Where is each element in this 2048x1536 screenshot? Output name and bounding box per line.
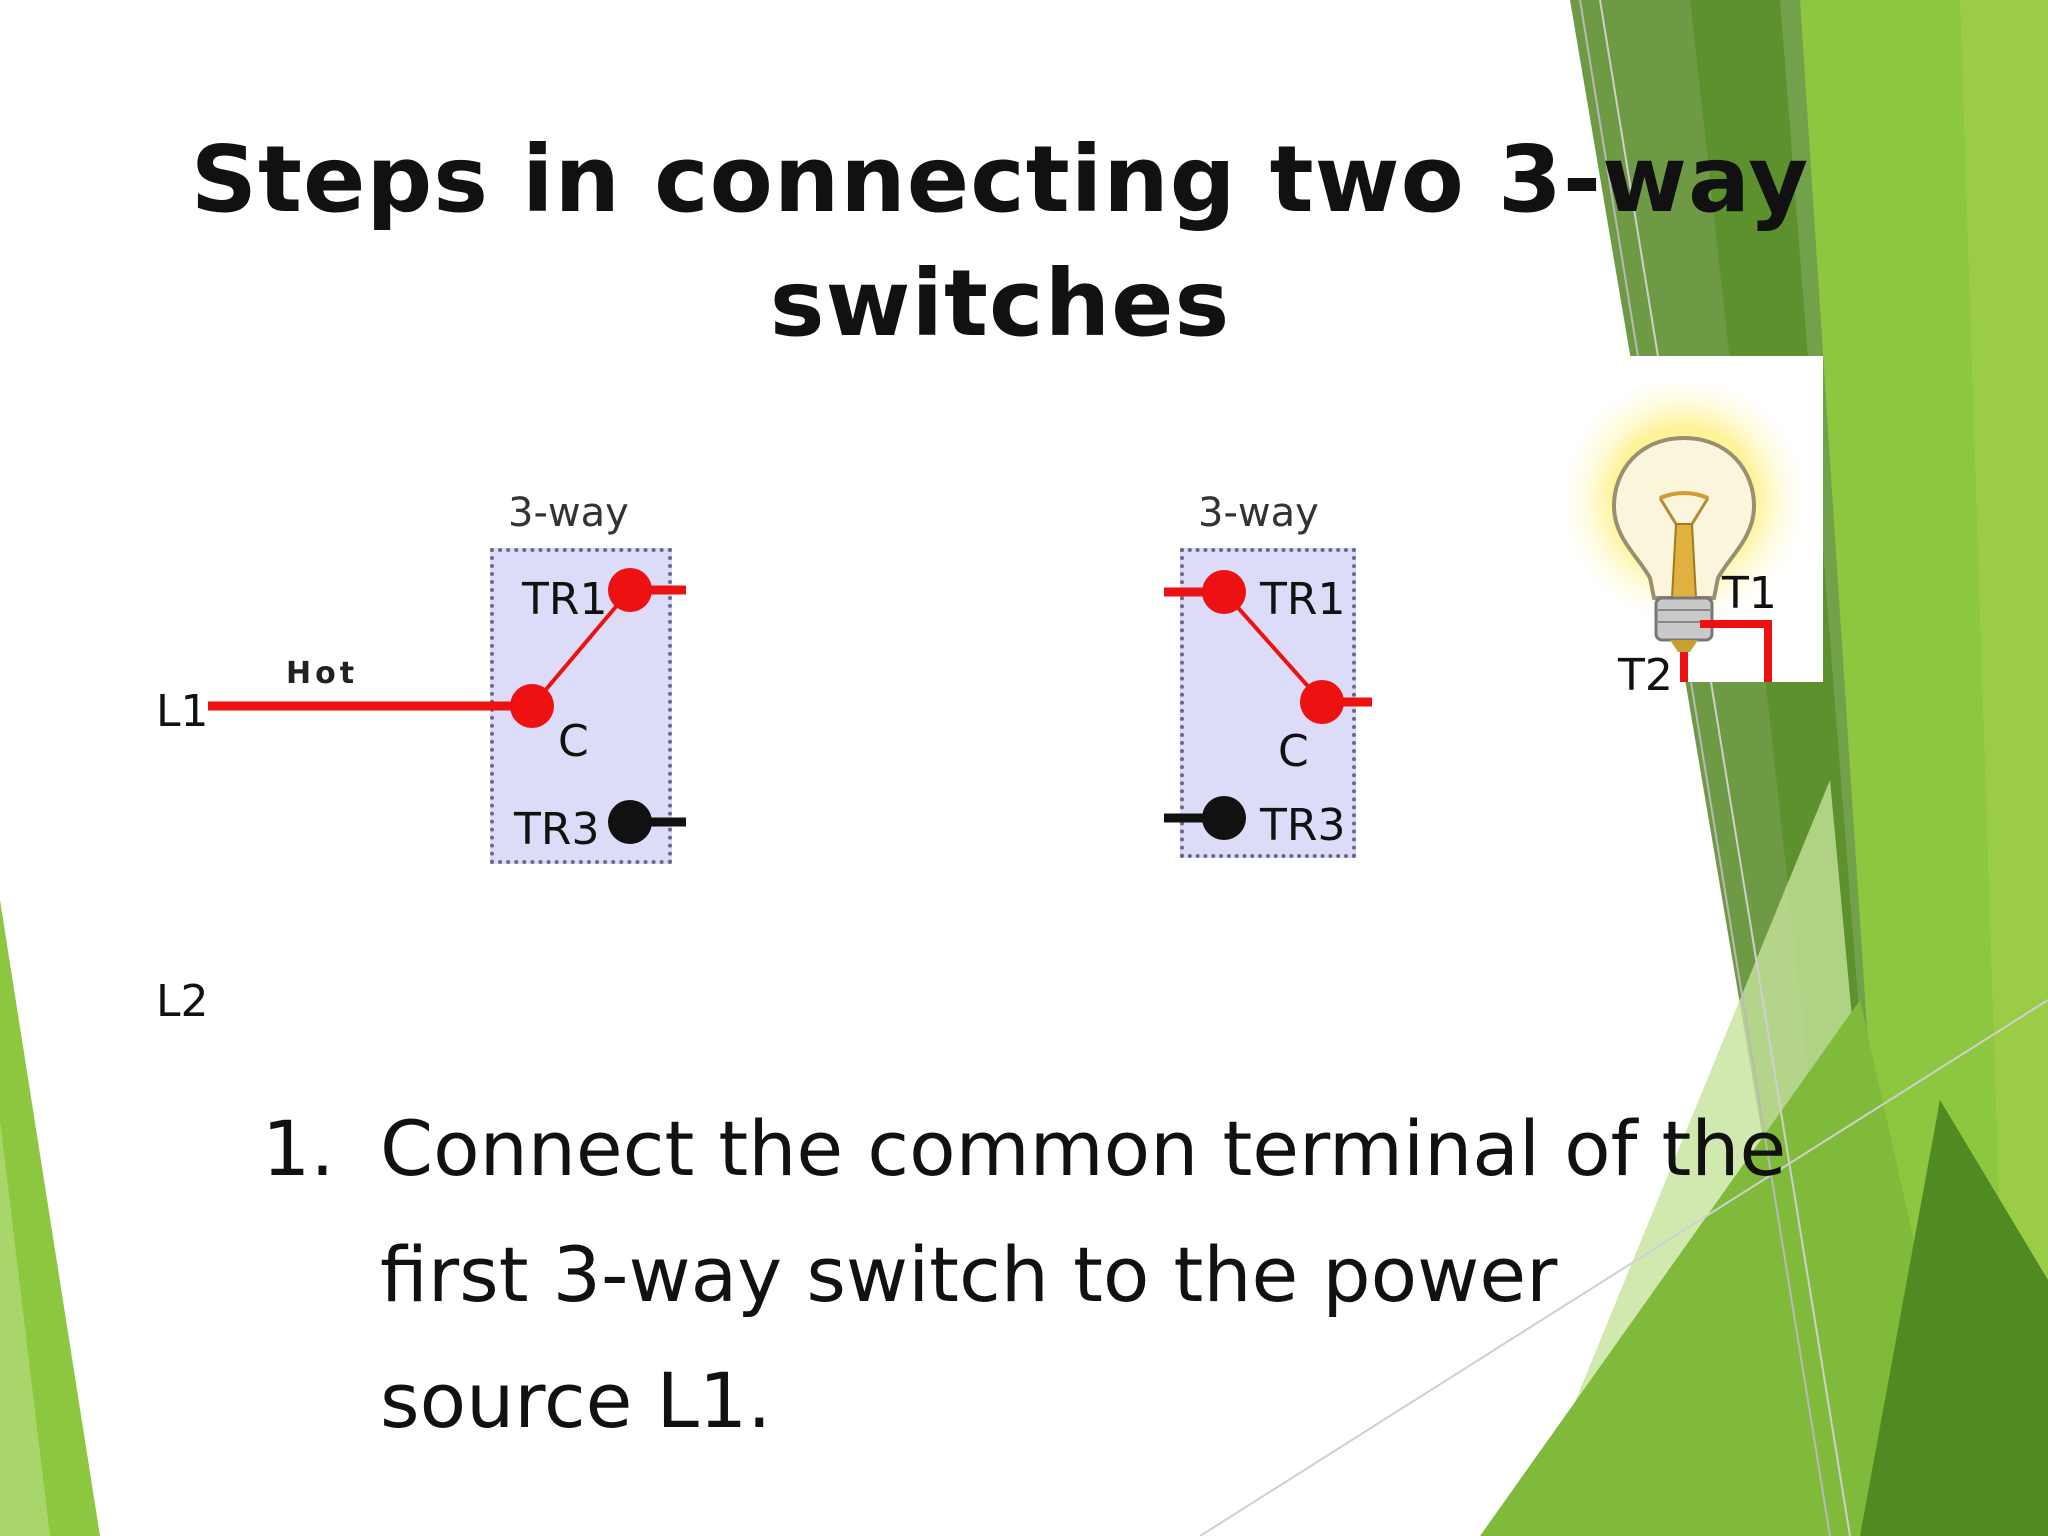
- switch-2-tr3-terminal: [1202, 796, 1246, 840]
- step-number: 1.: [262, 1104, 335, 1193]
- switch-2-tr1-label: TR1: [1260, 574, 1346, 625]
- thin-line-1: [1579, 0, 1831, 1536]
- title-line-2: switches: [769, 250, 1231, 357]
- bulb-t1-label: T1: [1722, 568, 1777, 619]
- switch-1-lever: [530, 588, 632, 708]
- title-line-1: Steps in connecting two 3-way: [190, 126, 1810, 233]
- switch-1-tr1-terminal: [608, 568, 652, 612]
- light-bulb-icon: [1554, 380, 1814, 652]
- switch-1-tr3-label: TR3: [514, 804, 600, 855]
- switch-1-header: 3-way: [508, 490, 629, 536]
- switch-1-c-terminal: [510, 684, 554, 728]
- lower-right-deep: [1860, 1100, 2048, 1536]
- switch-2-tr1-terminal: [1202, 570, 1246, 614]
- slide-title: Steps in connecting two 3-way switches: [180, 118, 1820, 366]
- l1-label: L1: [156, 686, 209, 737]
- thin-line-2: [1599, 0, 1851, 1536]
- left-pale-band: [0, 1120, 50, 1536]
- right-edge-band: [1960, 0, 2048, 1536]
- switch-2-c-label: C: [1278, 726, 1309, 777]
- switch-1-tr3-terminal: [608, 800, 652, 844]
- bulb-t2-label: T2: [1618, 650, 1673, 701]
- switch-1-c-label: C: [558, 716, 589, 767]
- hot-label: Hot: [286, 656, 359, 691]
- step-text: Connect the common terminal of the first…: [380, 1104, 1787, 1445]
- switch-2-c-terminal: [1300, 680, 1344, 724]
- thin-line-3: [1199, 999, 2048, 1536]
- bulb-t1-wire: [1700, 620, 1772, 682]
- lower-right-green: [1480, 1000, 1980, 1536]
- switch-2-lever: [1222, 590, 1324, 704]
- switch-2-tr3-label: TR3: [1260, 800, 1346, 851]
- switch-1-tr1-label: TR1: [522, 574, 608, 625]
- l2-label: L2: [156, 976, 209, 1027]
- switch-2-header: 3-way: [1198, 490, 1319, 536]
